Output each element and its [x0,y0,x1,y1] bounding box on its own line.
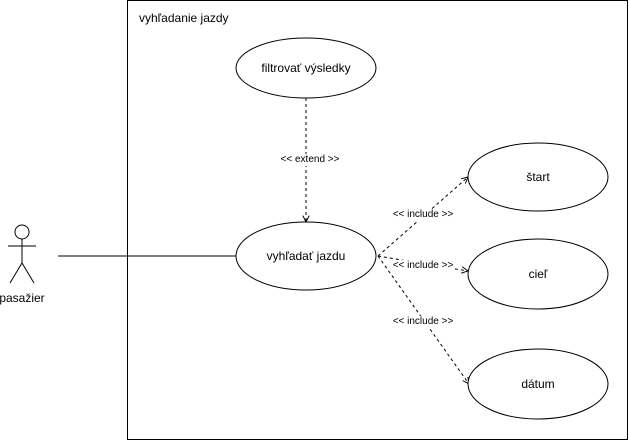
actor-right-leg [21,262,35,284]
use-case-goal-label: cieľ [528,267,548,281]
use-case-filter-ellipse[interactable] [235,37,377,99]
use-case-date-ellipse[interactable] [467,348,609,420]
use-case-start-label: štart [526,170,550,184]
use-case-goal-ellipse[interactable] [467,238,609,310]
actor-label: pasažier [0,291,45,305]
include-label-goal: << include >> [391,260,455,272]
use-case-search-ellipse[interactable] [235,221,377,291]
use-case-date-label: dátum [521,377,555,391]
extend-label: << extend >> [279,154,341,166]
use-case-filter-label: filtrovať výsledky [261,61,351,75]
use-case-start-ellipse[interactable] [467,142,609,212]
system-title: vyhľadanie jazdy [139,11,229,25]
include-label-date: << include >> [391,316,455,328]
actor-left-leg [9,262,23,284]
use-case-search-label: vyhľadať jazdu [266,249,346,263]
include-label-start: << include >> [391,209,455,221]
include-edge-start[interactable] [377,177,468,257]
actor-head [14,224,30,240]
actor-figure[interactable] [8,224,36,284]
